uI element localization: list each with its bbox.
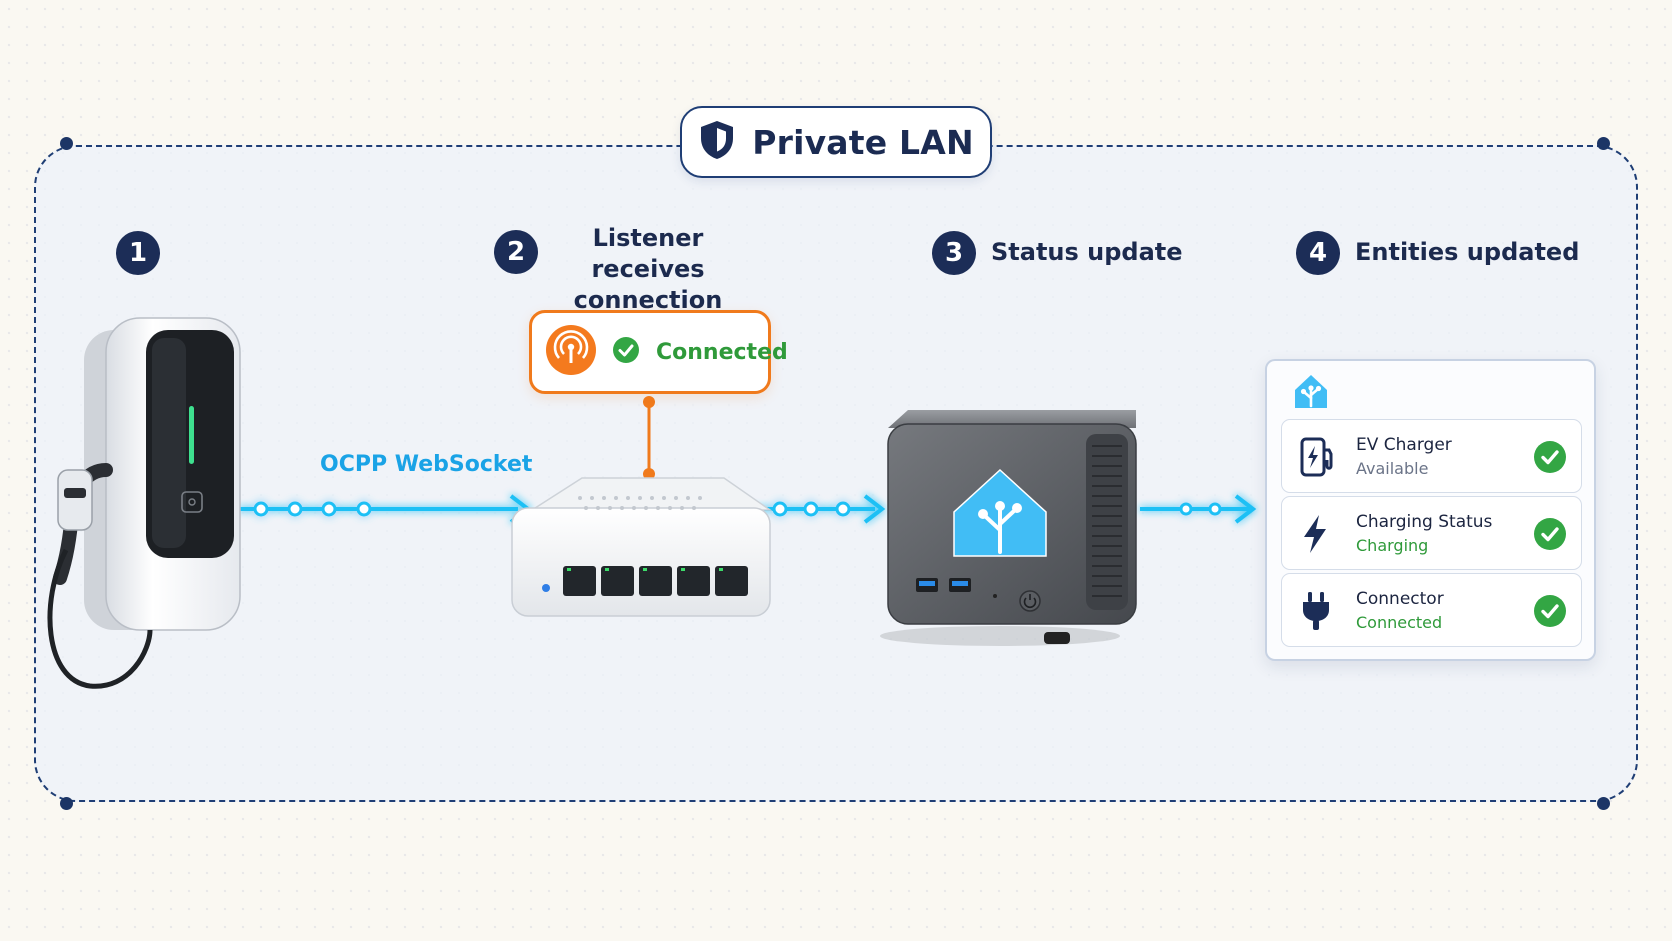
entity-row-ev-charger[interactable]: EV Charger Available (1281, 419, 1582, 493)
frame-corner-dot (60, 137, 73, 150)
step-4-badge: 4 (1296, 231, 1340, 275)
flow-arrow-3 (1140, 494, 1257, 524)
step-3-badge: 3 (932, 231, 976, 275)
step-1-badge: 1 (116, 231, 160, 275)
entity-row-charging-status[interactable]: Charging Status Charging (1281, 496, 1582, 570)
listener-status-text: Connected (656, 339, 788, 365)
home-server-illustration (880, 410, 1137, 646)
entity-name: Connector (1356, 589, 1444, 609)
entity-name: Charging Status (1356, 512, 1493, 532)
frame-corner-dot (1597, 797, 1610, 810)
entity-state: Charging (1356, 536, 1429, 555)
antenna-icon (546, 325, 596, 379)
entity-state: Connected (1356, 613, 1443, 632)
listener-status-card: Connected (529, 310, 788, 394)
home-assistant-logo-icon (1293, 373, 1329, 415)
check-circle-icon (612, 336, 640, 368)
step-4-label: Entities updated (1355, 238, 1580, 266)
shield-icon (698, 119, 736, 165)
ev-charger-illustration (47, 317, 241, 689)
entity-row-connector[interactable]: Connector Connected (1281, 573, 1582, 647)
plug-icon (1296, 590, 1336, 636)
listener-connector-line (643, 396, 655, 480)
frame-corner-dot (1597, 137, 1610, 150)
network-switch-illustration (511, 477, 773, 617)
entity-state: Available (1356, 459, 1429, 478)
ev-charger-icon (1296, 436, 1336, 482)
private-lan-title-pill: Private LAN (680, 106, 992, 178)
lightning-icon (1296, 513, 1336, 559)
step-2-label: Listener receives connection (573, 224, 723, 314)
step-3-label: Status update (991, 238, 1183, 266)
step-2-badge: 2 (494, 230, 538, 274)
frame-corner-dot (60, 797, 73, 810)
page-title: Private LAN (752, 122, 974, 162)
flow-arrow-1 (238, 494, 532, 524)
protocol-label: OCPP WebSocket (320, 452, 533, 477)
entity-name: EV Charger (1356, 435, 1452, 455)
entities-panel: EV Charger Available Charging Status Cha… (1265, 359, 1596, 661)
check-circle-icon (1533, 440, 1567, 478)
home-assistant-logo-icon (953, 468, 1047, 557)
check-circle-icon (1533, 594, 1567, 632)
check-circle-icon (1533, 517, 1567, 555)
